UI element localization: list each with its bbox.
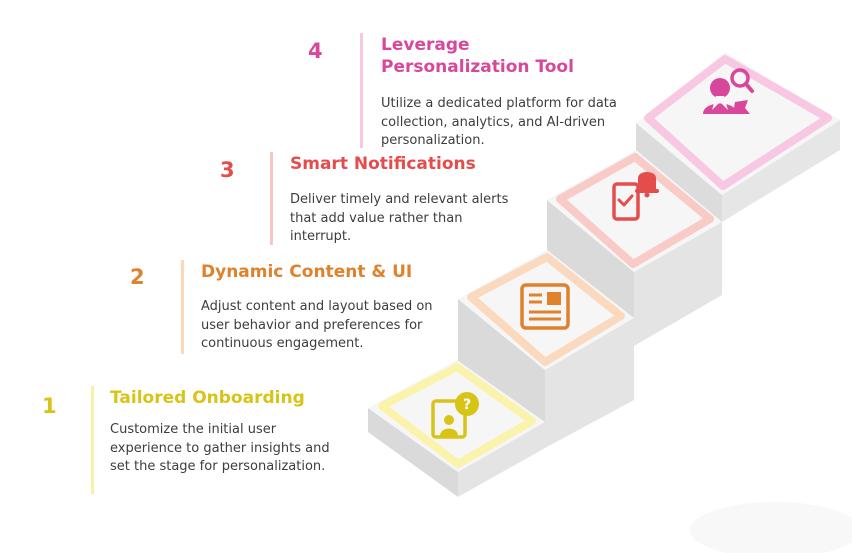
step-number: 3 [220,158,235,182]
step-description: Adjust content and layout based on user … [201,299,433,351]
step-description: Customize the initial user experience to… [110,422,330,474]
svg-text:?: ? [463,397,471,413]
phone-bell-check-icon [612,172,659,221]
step-title: Leverage Personalization Tool [381,35,574,77]
stair-top-3 [556,153,714,268]
step-divider [91,386,94,494]
step-title: Smart Notifications [290,154,476,174]
stair-block-3 [547,150,722,346]
step-divider [360,33,363,148]
step-description: Deliver timely and relevant alerts that … [290,192,509,244]
user-search-icon [703,68,754,114]
stair-block-1 [368,360,545,497]
onboarding-profile-question-icon: ? [431,392,479,439]
step-title: Dynamic Content & UI [201,262,413,282]
step-number: 1 [42,394,57,418]
step-divider [181,260,184,354]
content-layout-icon [520,283,570,330]
stair-top-4 [644,55,832,190]
step-number: 2 [130,265,145,289]
step-divider [270,152,273,245]
step-number: 4 [308,39,323,63]
step-title: Tailored Onboarding [110,388,305,408]
step-description: Utilize a dedicated platform for data co… [381,96,617,148]
stair-top-1 [378,363,536,468]
stair-block-4 [636,52,840,222]
stair-top-2 [467,253,625,366]
